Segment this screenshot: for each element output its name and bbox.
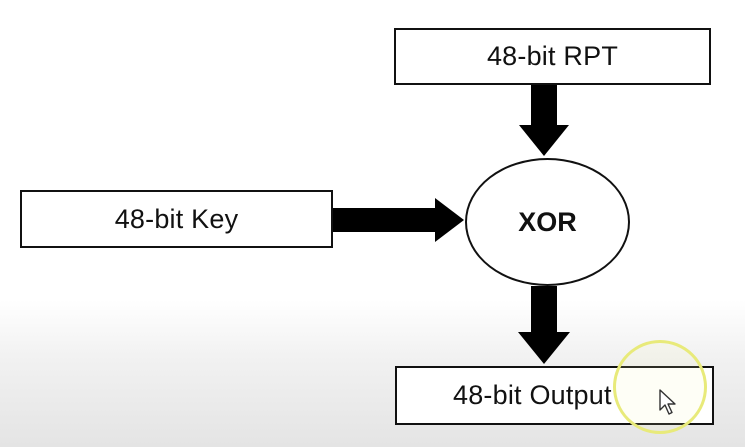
key-label: 48-bit Key — [114, 203, 239, 234]
arrow-key-to-xor — [333, 198, 464, 242]
xor-node: XOR — [465, 158, 630, 286]
arrow-xor-to-output — [518, 286, 570, 364]
rpt-label: 48-bit RPT — [486, 41, 619, 71]
output-box: 48-bit Output — [395, 366, 714, 425]
rpt-box: 48-bit RPT — [394, 28, 711, 85]
key-box: 48-bit Key — [20, 190, 333, 248]
output-label: 48-bit Output — [453, 380, 612, 410]
xor-label: XOR — [518, 206, 577, 237]
arrow-rpt-to-xor — [519, 85, 569, 156]
